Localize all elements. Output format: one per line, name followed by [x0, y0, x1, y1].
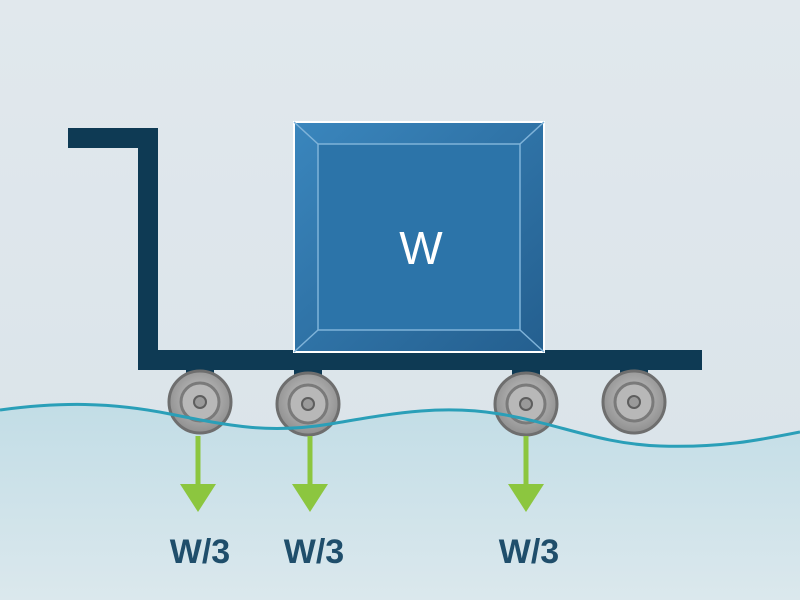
load-box-bevel — [519, 121, 545, 145]
load-box-bevel — [293, 329, 319, 353]
force-arrow-3 — [508, 436, 544, 512]
wheel-hub — [193, 395, 207, 409]
force-arrows — [180, 436, 544, 512]
force-label-1: W/3 — [170, 533, 230, 571]
load-box: W — [293, 121, 545, 353]
wave-line — [0, 402, 800, 448]
load-box-label: W — [399, 222, 443, 274]
load-box-inner-face — [317, 143, 521, 331]
force-arrow-head — [508, 484, 544, 512]
force-arrow-1 — [180, 436, 216, 512]
force-arrow-head — [292, 484, 328, 512]
force-arrow-head — [180, 484, 216, 512]
force-labels: W/3 W/3 W/3 — [170, 533, 559, 571]
load-box-bevel — [293, 121, 319, 145]
force-label-2: W/3 — [284, 533, 344, 571]
wheel-hub — [519, 397, 533, 411]
wheel-hub — [627, 395, 641, 409]
force-arrow-2 — [292, 436, 328, 512]
cart-platform — [138, 350, 702, 370]
wheel-4 — [601, 369, 667, 435]
wheels — [167, 369, 667, 437]
wheel-3 — [493, 371, 559, 437]
load-box-bevel — [519, 329, 545, 353]
cart-handle-post — [138, 128, 158, 368]
wheel-hub — [301, 397, 315, 411]
force-label-3: W/3 — [499, 533, 559, 571]
cart-handle — [68, 128, 158, 148]
wheel-2 — [275, 371, 341, 437]
